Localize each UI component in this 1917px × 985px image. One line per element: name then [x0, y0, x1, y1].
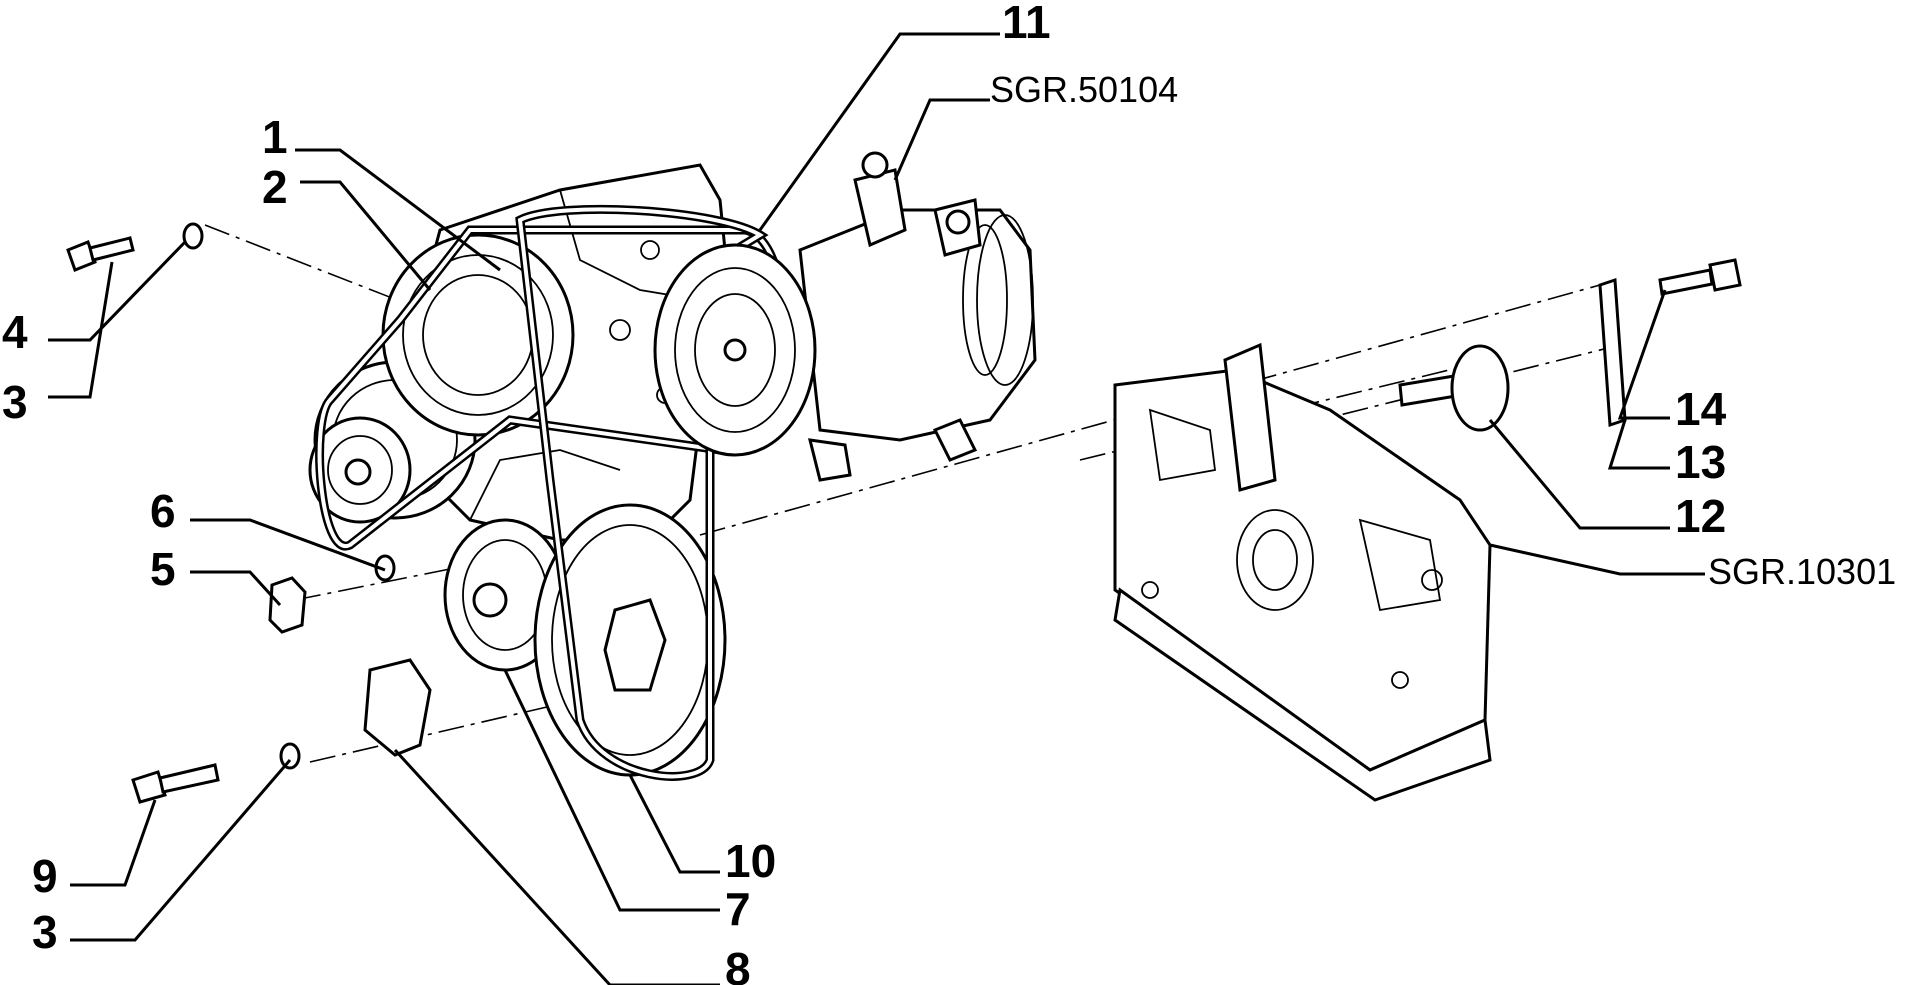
label-part-6: 6: [150, 485, 176, 537]
ref-compressor-group: SGR.50104: [990, 69, 1178, 110]
label-part-3-lower: 3: [32, 906, 58, 958]
label-part-7: 7: [725, 883, 751, 935]
leader-lines: [48, 32, 1705, 985]
label-part-9: 9: [32, 850, 58, 902]
engine-front-assembly: [308, 163, 788, 781]
label-part-5: 5: [150, 543, 176, 595]
label-part-4: 4: [2, 306, 28, 358]
label-part-14: 14: [1675, 383, 1727, 435]
ref-engine-block-group: SGR.10301: [1708, 551, 1896, 592]
label-part-13: 13: [1675, 436, 1726, 488]
compressor-assembly: [653, 151, 1037, 482]
bolt-part-4: [66, 236, 135, 272]
bolt-part-14: [1658, 258, 1742, 296]
washer-part-3-upper: [182, 222, 204, 250]
strap-part-13: [1598, 277, 1627, 428]
label-part-8: 8: [725, 943, 751, 985]
label-part-10: 10: [725, 835, 776, 887]
bolt-part-9: [131, 763, 220, 804]
label-part-3-upper: 3: [2, 376, 28, 428]
label-part-12: 12: [1675, 490, 1726, 542]
label-part-2: 2: [262, 161, 288, 213]
spacer-plate-part-8: [363, 658, 432, 757]
nut-part-5: [268, 576, 307, 634]
washer-part-3-lower: [279, 742, 301, 770]
cover-plug-part-12: [1398, 344, 1510, 432]
label-part-1: 1: [262, 111, 288, 163]
engine-bracket: [1113, 342, 1492, 802]
label-part-11: 11: [1002, 0, 1051, 48]
